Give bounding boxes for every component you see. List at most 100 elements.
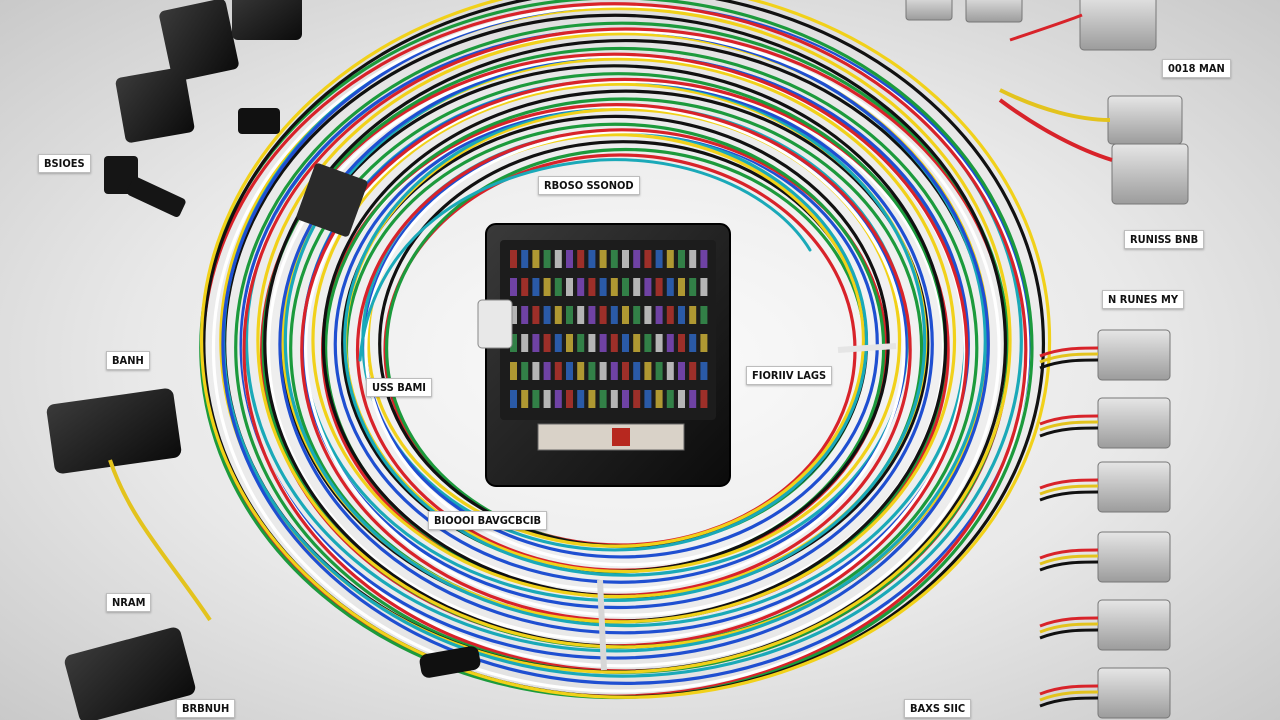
fuse <box>644 278 652 296</box>
fuse <box>622 362 629 380</box>
fuse <box>532 390 540 408</box>
fuse <box>588 362 596 380</box>
metal-module <box>1097 397 1171 449</box>
fuse <box>689 250 697 268</box>
fuse <box>644 362 652 380</box>
fuse <box>577 250 585 268</box>
fuse <box>554 334 562 352</box>
fuse <box>689 306 697 324</box>
label-tag: RUNISS BNB <box>1124 230 1205 249</box>
fuse <box>521 278 529 296</box>
fuse <box>599 250 607 268</box>
fuse <box>532 250 540 268</box>
fuse <box>543 306 551 324</box>
fuse <box>588 334 596 352</box>
fuse <box>700 362 708 380</box>
modules-right-column <box>1039 329 1171 719</box>
fuse <box>655 306 663 324</box>
zip-ties <box>296 163 897 678</box>
module-lead <box>1039 490 1099 502</box>
label-tag: NRAM <box>106 593 152 612</box>
module-lead <box>1039 478 1099 490</box>
fuse <box>599 334 607 352</box>
fuse <box>700 390 708 408</box>
fuse <box>633 362 641 380</box>
fuse <box>588 390 596 408</box>
metal-module <box>1097 531 1171 583</box>
fuse <box>532 334 540 352</box>
fuse <box>577 390 585 408</box>
fuse <box>622 250 629 268</box>
module-lead <box>1039 696 1099 708</box>
fuse <box>554 390 562 408</box>
fuse <box>554 362 562 380</box>
label-tag: BANH <box>106 351 150 370</box>
fuse <box>566 334 573 352</box>
fuse <box>588 278 596 296</box>
fuse <box>610 306 618 324</box>
fuse <box>532 306 540 324</box>
fuse <box>655 390 663 408</box>
fuse-box <box>477 223 731 487</box>
fuse <box>644 390 652 408</box>
module-lead <box>1039 358 1099 370</box>
label-tag: RBOSO SSONOD <box>538 176 640 195</box>
module-lead <box>1039 622 1099 634</box>
module-lead <box>1039 690 1099 702</box>
fuse <box>510 306 517 324</box>
fuse <box>510 278 517 296</box>
label-tag: BIOOOI BAVGCBCIB <box>428 511 548 530</box>
wire-loop <box>219 6 1012 674</box>
fuse <box>622 306 629 324</box>
connector-bottom-left <box>64 627 196 720</box>
fuse <box>633 278 641 296</box>
metal-module <box>1097 329 1171 381</box>
fuse <box>700 306 708 324</box>
label-tag: USS BAMI <box>366 378 432 397</box>
fuse <box>554 306 562 324</box>
fuse <box>543 362 551 380</box>
fuse <box>700 334 708 352</box>
fuse <box>689 334 697 352</box>
fuse <box>655 334 663 352</box>
fuse <box>666 278 674 296</box>
fuse <box>666 334 674 352</box>
fuse <box>610 278 618 296</box>
label-tag: BSIOES <box>38 154 91 173</box>
module-lead <box>1039 414 1099 426</box>
label-tag: FIORIIV LAGS <box>746 366 833 385</box>
label-tag: BRBNUH <box>176 699 236 718</box>
metal-module <box>1097 599 1171 651</box>
fuse <box>532 278 540 296</box>
fuse <box>622 278 629 296</box>
fuse <box>633 306 641 324</box>
fuse <box>644 334 652 352</box>
fuse <box>521 390 529 408</box>
fuse <box>577 362 585 380</box>
metal-module <box>1097 461 1171 513</box>
fuse <box>543 390 551 408</box>
fuse <box>633 250 641 268</box>
fuse <box>678 334 685 352</box>
fuse <box>566 306 573 324</box>
fuse <box>599 306 607 324</box>
module-lead <box>1039 616 1099 628</box>
metal-module <box>1097 667 1171 719</box>
fuse <box>644 250 652 268</box>
fuse <box>599 278 607 296</box>
fuse <box>678 306 685 324</box>
fuse <box>689 278 697 296</box>
fuse <box>521 306 529 324</box>
fuse <box>666 390 674 408</box>
module-lead <box>1039 628 1099 640</box>
fuse <box>521 334 529 352</box>
fuse <box>610 362 618 380</box>
label-tag: BAXS SIIC <box>904 699 972 718</box>
fuse <box>666 250 674 268</box>
fuse <box>633 334 641 352</box>
fuse <box>678 278 685 296</box>
wire-loop <box>211 4 1030 693</box>
module-lead <box>1039 560 1099 572</box>
relay-cluster-top-left <box>104 0 302 217</box>
fuse <box>588 306 596 324</box>
